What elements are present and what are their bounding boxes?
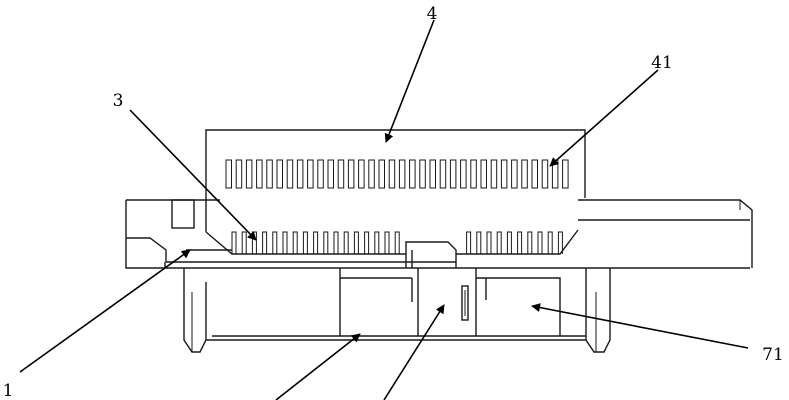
- comb-tooth: [241, 231, 247, 254]
- comb-tooth: [333, 231, 339, 254]
- contact-pad: [327, 159, 334, 189]
- comb-tooth: [527, 231, 533, 254]
- contact-pad: [490, 159, 498, 189]
- contact-pad: [245, 159, 253, 189]
- lower-housing: [183, 268, 611, 353]
- contact-pad: [307, 159, 314, 189]
- comb-tooth: [262, 231, 268, 254]
- comb-tooth: [353, 231, 359, 254]
- comb-tooth: [486, 231, 492, 254]
- comb-tooth: [506, 231, 512, 254]
- contact-pad: [368, 159, 375, 189]
- label-3: 3: [113, 91, 124, 111]
- contact-pad: [449, 159, 457, 189]
- contact-pad: [266, 159, 273, 189]
- comb-tooth: [323, 231, 329, 254]
- contact-pad: [225, 159, 232, 189]
- contact-pad: [500, 159, 508, 189]
- contact-pad: [378, 159, 385, 189]
- label-71: 71: [762, 345, 784, 365]
- label-4: 4: [427, 4, 438, 24]
- comb-tooth: [537, 231, 543, 254]
- contact-pad: [286, 159, 294, 189]
- contact-pad: [358, 159, 365, 189]
- contact-pad: [296, 159, 304, 189]
- comb-tooth: [557, 231, 563, 254]
- contact-pad: [337, 159, 345, 189]
- comb-tooth: [313, 231, 319, 254]
- center-slot: [461, 285, 469, 321]
- contact-pad: [562, 159, 569, 189]
- contact-pad: [235, 159, 243, 189]
- comb-tooth: [343, 231, 349, 254]
- comb-tooth: [282, 231, 288, 254]
- comb-tooth: [384, 231, 390, 254]
- comb-tooth: [272, 231, 278, 254]
- comb-tooth: [374, 231, 380, 254]
- comb-tooth: [231, 231, 237, 254]
- comb-tooth: [364, 231, 370, 254]
- comb-teeth: [231, 231, 563, 254]
- contact-pad: [521, 159, 528, 189]
- contact-pad: [398, 159, 406, 189]
- comb-tooth: [292, 231, 298, 254]
- comb-tooth: [517, 231, 523, 254]
- left-housing-block: [125, 199, 220, 269]
- contact-pad-row: [225, 159, 569, 189]
- comb-tooth: [302, 231, 308, 254]
- comb-tooth: [466, 231, 472, 254]
- contact-pad: [429, 159, 436, 189]
- leader-lines: [19, 19, 749, 400]
- comb-tooth: [496, 231, 502, 254]
- upper-module-body: [205, 129, 586, 232]
- comb-tooth: [251, 231, 257, 254]
- contact-pad: [347, 159, 355, 189]
- contact-pad: [409, 159, 416, 189]
- contact-pad: [388, 159, 396, 189]
- center-latch: [405, 241, 457, 268]
- contact-pad: [541, 159, 549, 189]
- contact-pad: [256, 159, 263, 189]
- comb-tooth: [394, 231, 400, 254]
- contact-pad: [511, 159, 518, 189]
- contact-pad: [460, 159, 467, 189]
- receptacle-shelf: [186, 229, 579, 255]
- contact-pad: [480, 159, 487, 189]
- contact-pad: [419, 159, 426, 189]
- contact-pad: [317, 159, 324, 189]
- contact-pad: [276, 159, 283, 189]
- contact-pad: [470, 159, 477, 189]
- label-41: 41: [651, 53, 673, 73]
- comb-tooth: [476, 231, 482, 254]
- contact-pad: [439, 159, 447, 189]
- comb-tooth: [547, 231, 553, 254]
- label-1: 1: [3, 381, 14, 400]
- base-plate: [166, 199, 753, 269]
- contact-pad: [531, 159, 538, 189]
